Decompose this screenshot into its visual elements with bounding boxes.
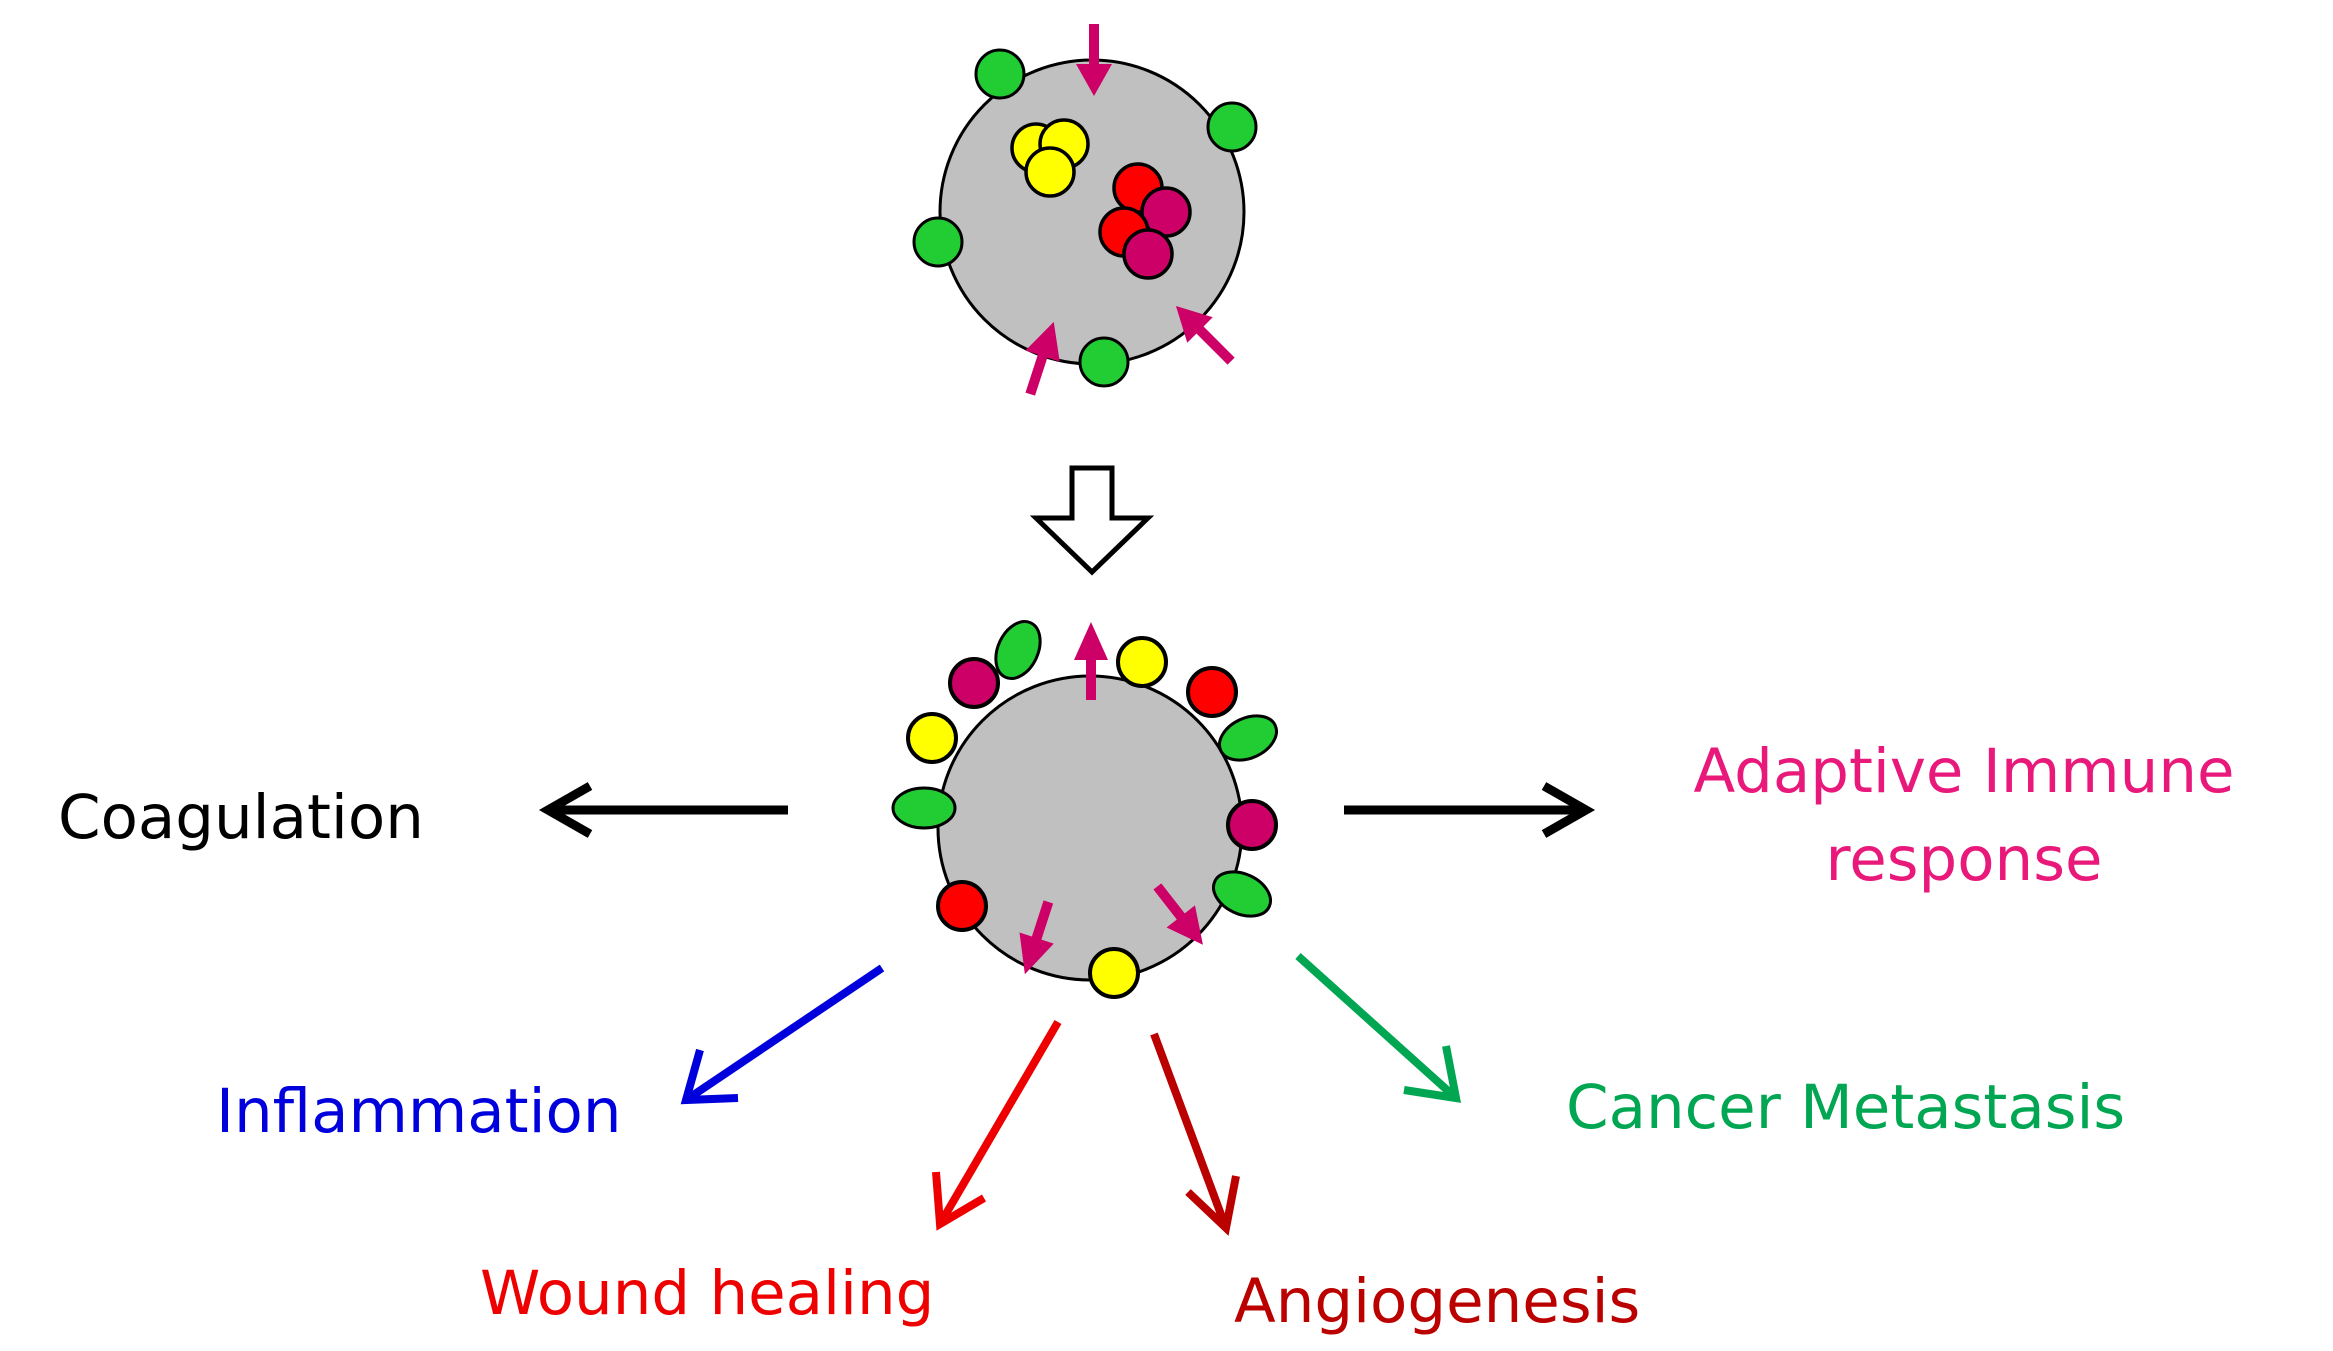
green-surface-markers — [891, 620, 1278, 918]
green-surface-markers — [912, 48, 1258, 388]
crimson-granule — [948, 657, 1000, 709]
surface-granules — [906, 636, 1278, 999]
label-wound-healing: Wound healing — [480, 1258, 934, 1329]
crimson-granule — [1122, 228, 1174, 280]
pink-arrow-icon — [1019, 900, 1054, 975]
red-granule — [1186, 666, 1238, 718]
crimson-granule — [1226, 799, 1278, 851]
transition-arrow-icon — [1029, 465, 1155, 576]
yellow-granule — [906, 712, 958, 764]
green-marker — [1078, 336, 1130, 388]
resting-cell — [912, 24, 1258, 396]
outward-arrows — [1019, 622, 1203, 975]
inflammation-arrow-icon — [680, 964, 885, 1105]
yellow-granule — [1116, 636, 1168, 688]
yellow-granule — [1024, 146, 1076, 198]
wound-healing-arrow-icon — [932, 1019, 1062, 1231]
label-adaptive-immune-line2: response — [1825, 824, 2102, 895]
inward-arrows — [1025, 24, 1235, 396]
label-adaptive-immune-line1: Adaptive Immune — [1693, 736, 2234, 807]
label-coagulation: Coagulation — [58, 782, 424, 853]
label-angiogenesis: Angiogenesis — [1234, 1266, 1640, 1337]
red-granule — [936, 880, 988, 932]
green-marker — [912, 216, 964, 268]
pink-arrow-icon — [1025, 321, 1060, 396]
green-marker — [1206, 101, 1258, 153]
green-marker — [891, 786, 957, 830]
green-marker — [974, 48, 1026, 100]
red-granule-cluster — [1098, 162, 1192, 280]
label-cancer-metastasis: Cancer Metastasis — [1566, 1072, 2125, 1143]
activated-cell — [891, 620, 1278, 999]
yellow-granule — [1088, 947, 1140, 999]
green-marker — [1212, 870, 1272, 918]
outcome-arrows — [538, 782, 1596, 1236]
angiogenesis-arrow-icon — [1150, 1032, 1240, 1236]
green-marker — [994, 620, 1042, 680]
cancer-metastasis-arrow-icon — [1295, 953, 1461, 1103]
yellow-granule-cluster — [1010, 118, 1090, 198]
pink-arrow-icon — [1076, 24, 1112, 96]
pink-arrow-icon — [1074, 622, 1108, 700]
adaptive-immune-arrow-icon — [1344, 782, 1596, 838]
label-inflammation: Inflammation — [216, 1076, 622, 1147]
pink-arrow-icon — [1175, 305, 1235, 365]
coagulation-arrow-icon — [538, 782, 788, 838]
pink-arrow-icon — [1153, 883, 1203, 945]
green-marker — [1218, 714, 1278, 762]
